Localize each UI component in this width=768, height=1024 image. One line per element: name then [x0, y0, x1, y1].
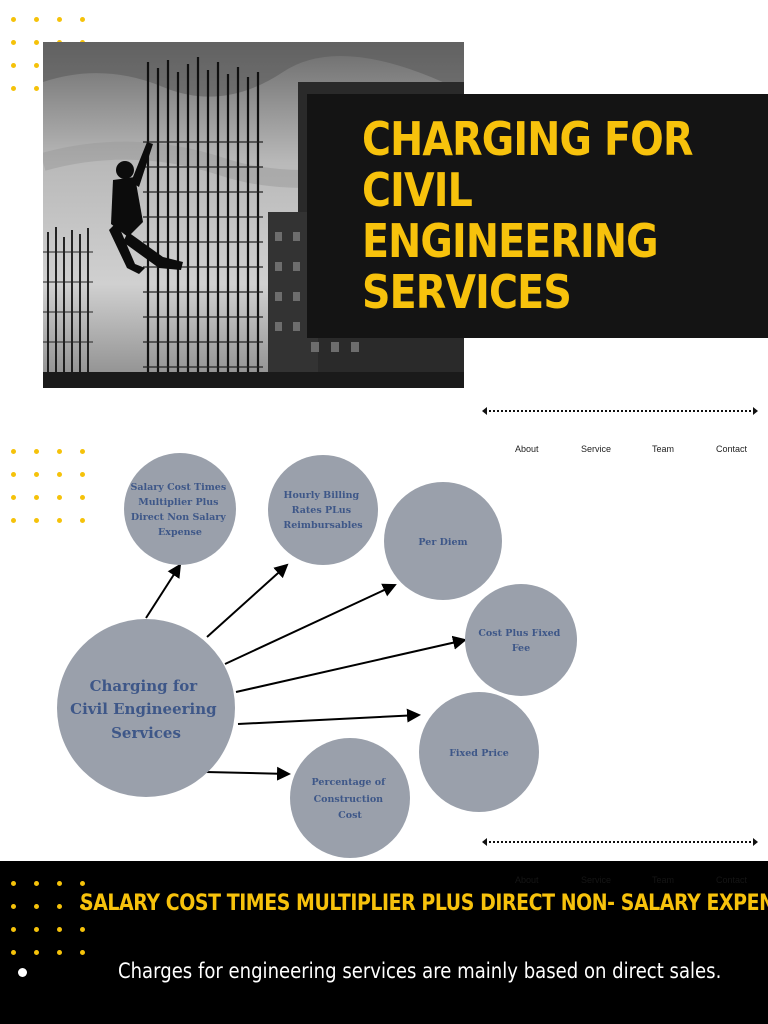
node-label: Per Diem: [418, 537, 467, 548]
node-label: Rates PLus: [292, 505, 351, 516]
node-label: Construction: [314, 794, 384, 805]
svg-text:Fixed Price: Fixed Price: [449, 748, 509, 759]
footer-section: About Service Team Contact SALARY COST T…: [0, 861, 768, 1024]
center-node-label: Civil Engineering: [70, 700, 217, 718]
node-label: Expense: [158, 527, 202, 538]
node-hourly-billing: [268, 455, 378, 565]
node-label: Cost Plus Fixed: [478, 628, 560, 639]
nav-service[interactable]: Service: [581, 444, 612, 454]
decorative-dots-footer: [11, 881, 85, 955]
node-label: Percentage of: [312, 777, 387, 788]
title-line: SERVICES: [362, 265, 572, 319]
nav-team[interactable]: Team: [652, 444, 675, 454]
page-title: CHARGING FOR CIVIL ENGINEERING SERVICES: [362, 114, 706, 318]
node-cost-plus-fixed-fee: [465, 584, 577, 696]
node-label: Cost: [338, 810, 362, 821]
connector-arrow: [224, 583, 397, 665]
connector-arrow: [145, 563, 182, 619]
connector-arrow: [206, 563, 289, 638]
footer-nav-team: Team: [652, 875, 675, 885]
connector-arrow: [205, 766, 291, 781]
node-label: Salary Cost Times: [131, 482, 227, 493]
center-node: [57, 619, 235, 797]
footer-body-text: Charges for engineering services are mai…: [118, 959, 722, 983]
nav-about[interactable]: About: [515, 444, 539, 454]
svg-text:Per Diem: Per Diem: [418, 537, 467, 548]
node-salary-cost: [124, 453, 236, 565]
svg-text:Cost Plus Fixed Fee: Cost Plus Fixed Fee: [478, 628, 563, 654]
title-line: CIVIL: [362, 163, 473, 217]
nav-contact[interactable]: Contact: [716, 444, 748, 454]
svg-text:Charging for Civil Enginee: Charging for Civil Engineering Services: [70, 677, 222, 742]
title-line: CHARGING FOR: [362, 112, 693, 166]
footer-heading: SALARY COST TIMES MULTIPLIER PLUS DIRECT…: [80, 891, 768, 916]
svg-text:Hourly Billing Rates PLus: Hourly Billing Rates PLus Reimbursables: [283, 490, 362, 531]
svg-text:Salary Cost Times Multipli: Salary Cost Times Multiplier Plus Direct…: [131, 482, 230, 538]
dotted-arrow-divider: [482, 407, 758, 415]
bullet-icon: [18, 968, 27, 977]
node-fixed-price: [419, 692, 539, 812]
connector-arrow: [237, 708, 421, 725]
svg-text:Percentage of Construction: Percentage of Construction Cost: [312, 777, 389, 821]
node-percentage-construction: [290, 738, 410, 858]
node-label: Multiplier Plus: [138, 497, 218, 508]
node-label: Fee: [512, 643, 530, 654]
footer-nav-service: Service: [581, 875, 612, 885]
decorative-dots-middle: [11, 449, 85, 523]
node-label: Fixed Price: [449, 748, 509, 759]
center-node-label: Services: [111, 724, 181, 742]
title-line: ENGINEERING: [362, 214, 659, 268]
node-label: Hourly Billing: [284, 490, 360, 501]
node-label: Direct Non Salary: [131, 512, 226, 523]
center-node-label: Charging for: [90, 677, 199, 695]
title-banner: CHARGING FOR CIVIL ENGINEERING SERVICES: [307, 94, 768, 338]
footer-nav-about: About: [515, 875, 539, 885]
node-per-diem: [384, 482, 502, 600]
charging-methods-diagram: Charging for Civil Engineering Services …: [57, 453, 577, 858]
node-label: Reimbursables: [283, 520, 362, 531]
footer-nav-contact: Contact: [716, 875, 748, 885]
dotted-arrow-divider: [482, 838, 758, 846]
connector-arrow: [235, 635, 467, 693]
